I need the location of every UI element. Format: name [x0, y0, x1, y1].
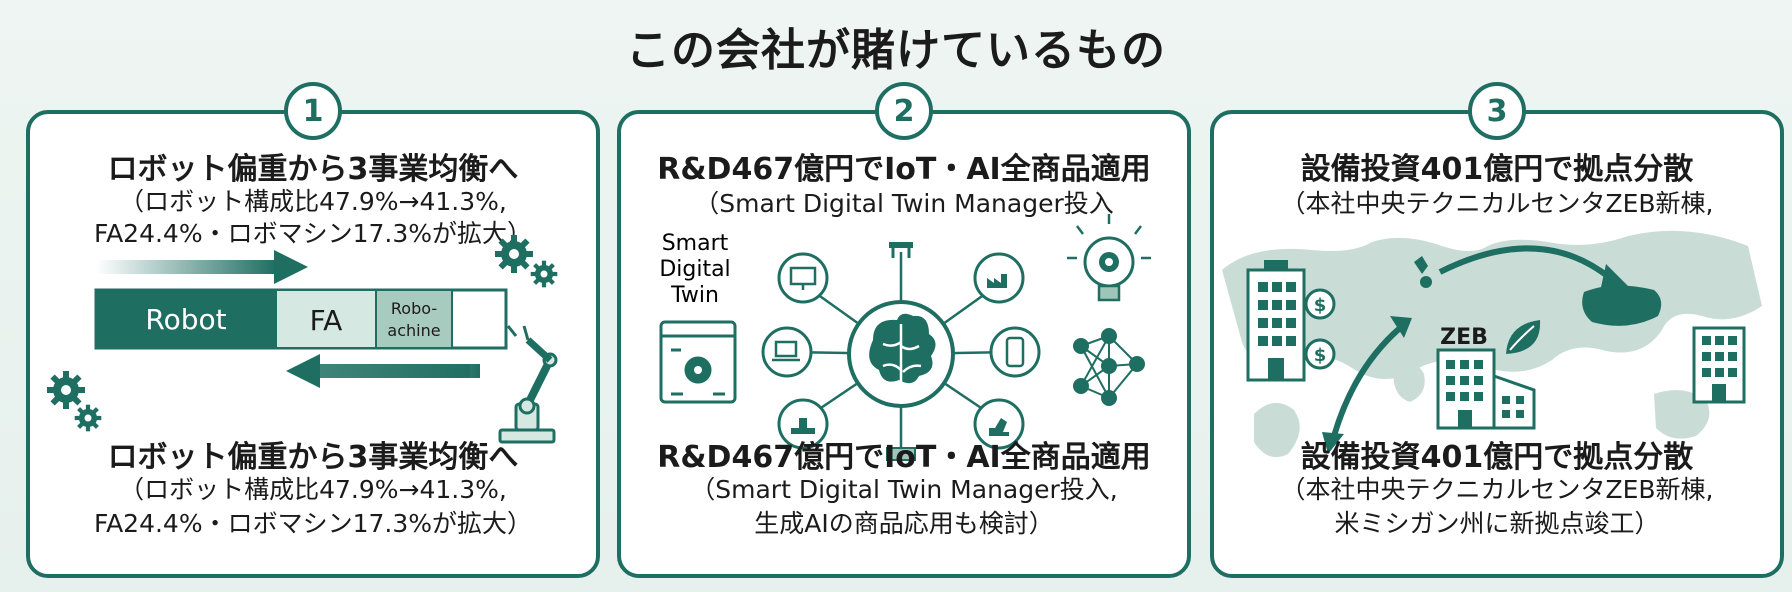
panel-heading-top: 設備投資401億円で拠点分散	[1300, 152, 1694, 187]
zeb-label: ZEB	[1440, 325, 1488, 350]
panel-heading-top: ロボット偏重から3事業均衡へ	[107, 152, 519, 187]
bar-segment-robot	[96, 290, 276, 348]
robot-icon	[973, 398, 1025, 450]
bar-label-robot: Robot	[145, 303, 226, 336]
panel-sub-line-1: （本社中央テクニカルセンタZEB新棟,	[1280, 189, 1714, 218]
gear-icon	[495, 235, 533, 273]
panel-sub-line-1: （Smart Digital Twin Manager投入	[694, 189, 1114, 218]
bar-label-robomachine-line1: Robo-	[391, 299, 437, 318]
dollar-icon: $	[1304, 338, 1336, 370]
panel-heading-bottom: 設備投資401億円で拠点分散	[1300, 440, 1694, 475]
arrow-head-up	[1390, 316, 1412, 338]
panel-sub-line-1: （ロボット構成比47.9%→41.3%,	[119, 187, 507, 216]
usa-region	[1582, 285, 1662, 326]
panel-number-badge: 3	[1468, 82, 1526, 140]
panel-rnd-iot-ai: 2 R&D467億円でIoT・AI全商品適用 （Smart Digital Tw…	[617, 82, 1191, 578]
neural-network-icon	[1073, 328, 1145, 406]
panel-sub-line-2: FA24.4%・ロボマシン17.3%が拡大）	[93, 219, 533, 248]
lightbulb-icon	[1067, 214, 1151, 302]
page-title: この会社が賭けているもの	[626, 25, 1166, 76]
panel-sub-bottom-line-2: FA24.4%・ロボマシン17.3%が拡大）	[93, 509, 533, 538]
panel-sub-bottom-line-1: （Smart Digital Twin Manager投入,	[690, 475, 1118, 504]
panel-number-badge: 2	[875, 82, 933, 140]
building-icon	[1692, 326, 1746, 404]
device-icon	[886, 447, 916, 461]
dollar-icon: $	[1304, 288, 1336, 320]
zeb-building-icon	[1436, 348, 1536, 430]
business-mix-illustration: Robot FA Robo- achine	[47, 235, 558, 444]
arrow-head-down	[1322, 432, 1344, 454]
conveyor-icon	[889, 242, 913, 258]
gear-icon	[530, 260, 558, 288]
smart-digital-twin-label-3: Twin	[670, 283, 719, 308]
panel-sub-bottom-line-1: （ロボット構成比47.9%→41.3%,	[119, 475, 507, 504]
laptop-icon	[761, 326, 813, 378]
panel-sub-bottom-line-1: （本社中央テクニカルセンタZEB新棟,	[1280, 475, 1714, 504]
iot-ai-illustration: Smart Digital Twin	[659, 214, 1151, 461]
gear-icon	[74, 404, 102, 432]
smart-digital-twin-label-2: Digital	[659, 257, 730, 282]
brain-icon	[847, 300, 955, 408]
svg-text:$: $	[1314, 345, 1327, 366]
robot-arm-icon	[498, 325, 558, 444]
panel-sub-bottom-line-2: 米ミシガン州に新拠点竣工）	[1334, 509, 1660, 538]
bar-label-robomachine-line2: achine	[387, 321, 440, 340]
left-arrow-icon	[286, 354, 480, 388]
monitor-icon	[777, 252, 829, 304]
leaf-icon	[1506, 320, 1541, 354]
arrow-head-right	[1600, 264, 1628, 292]
panel-capex-sites: 3 設備投資401億円で拠点分散 （本社中央テクニカルセンタZEB新棟,	[1210, 82, 1784, 578]
panel-heading-bottom: R&D467億円でIoT・AI全商品適用	[657, 440, 1151, 475]
bar-segment-fa	[275, 289, 377, 349]
world-map-icon	[1222, 230, 1762, 458]
panel-heading-bottom: ロボット偏重から3事業均衡へ	[107, 440, 519, 475]
building-icon	[1246, 260, 1306, 382]
gear-icon	[47, 371, 85, 409]
panel-sub-bottom-line-2: 生成AIの商品応用も検討）	[754, 509, 1054, 538]
right-arrow-icon	[96, 250, 308, 284]
digital-twin-window-icon	[659, 320, 737, 404]
connection-arrow	[1331, 245, 1612, 437]
panel-heading-top: R&D467億円でIoT・AI全商品適用	[657, 152, 1151, 187]
smart-digital-twin-label-1: Smart	[662, 231, 729, 256]
svg-text:$: $	[1314, 295, 1327, 316]
bar-label-fa: FA	[310, 304, 343, 337]
factory-icon	[973, 252, 1025, 304]
global-sites-illustration: $ $ ZEB	[1222, 230, 1762, 458]
bar-segment-robomachine	[375, 289, 453, 349]
business-mix-bar: Robot FA Robo- achine	[94, 288, 508, 350]
panel-number-badge: 1	[284, 82, 342, 140]
phone-icon	[989, 326, 1041, 378]
panel-business-balance: 1 ロボット偏重から3事業均衡へ （ロボット構成比47.9%→41.3%, FA…	[26, 82, 600, 578]
machine-icon	[777, 398, 829, 450]
